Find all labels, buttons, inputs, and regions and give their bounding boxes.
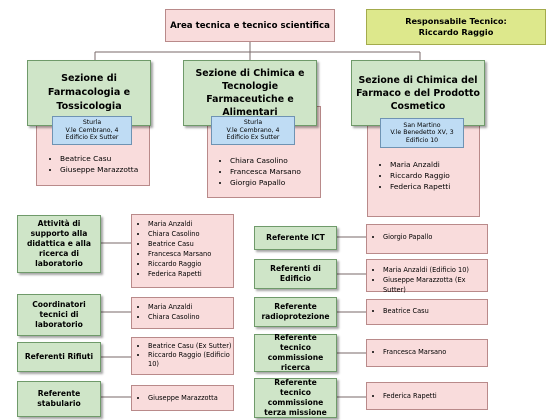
role-title-commissione-ricerca: Referente tecnico commissione ricerca [254, 333, 337, 372]
list-item: Chiara Casolino [230, 155, 330, 166]
list-item: Chiara Casolino [148, 312, 233, 322]
list-item: Federica Rapetti [383, 391, 487, 401]
list-item: Maria Anzaldi [390, 159, 490, 170]
list-item: Giuseppe Marazzotta [60, 164, 160, 175]
section-members-chimica-farmaco: Maria Anzaldi Riccardo Raggio Federica R… [378, 159, 490, 192]
area-title-box: Area tecnica e tecnico scientifica [165, 9, 335, 42]
role-members-stabulario: Giuseppe Marazzotta [131, 385, 234, 411]
role-members-terza-missione: Federica Rapetti [366, 382, 488, 410]
role-title-terza-missione: Referente tecnico commissione terza miss… [254, 378, 337, 418]
section-members-farmacologia: Beatrice Casu Giuseppe Marazzotta [48, 153, 160, 175]
location-address: V.le Cembrano, 4 [226, 126, 280, 134]
role-title-radioprotezione: Referente radioprotezione [254, 297, 337, 327]
list-item: Chiara Casolino [148, 229, 233, 239]
location-address: V.le Benedetto XV, 3 [390, 129, 454, 137]
list-item: Francesca Marsano [383, 347, 487, 357]
responsabile-name: Riccardo Raggio [418, 27, 494, 37]
list-item: Federica Rapetti [390, 181, 490, 192]
location-building: Edificio 10 [405, 136, 439, 144]
list-item: Riccardo Raggio [148, 259, 233, 269]
responsabile-box: Responsabile Tecnico: Riccardo Raggio [366, 9, 546, 45]
location-area: Sturla [82, 119, 102, 127]
list-item: Riccardo Raggio [390, 170, 490, 181]
role-title-supporto-didattica: Attività di supporto alla didattica e al… [17, 215, 101, 273]
role-members-coordinatori: Maria Anzaldi Chiara Casolino [131, 297, 234, 329]
responsabile-label: Responsabile Tecnico: [405, 16, 507, 26]
list-item: Maria Anzaldi [148, 302, 233, 312]
role-title-rifiuti: Referenti Rifiuti [17, 342, 101, 372]
role-title-ict: Referente ICT [254, 226, 337, 250]
list-item: Beatrice Casu [148, 239, 233, 249]
location-address: V.le Cembrano, 4 [65, 126, 119, 134]
location-building: Edificio Ex Sutter [65, 134, 119, 142]
section-title-chimica-farmaco: Sezione di Chimica del Farmaco e del Pro… [351, 60, 485, 126]
area-title: Area tecnica e tecnico scientifica [170, 20, 330, 31]
section-title-farmacologia: Sezione di Farmacologia e Tossicologia [27, 60, 151, 126]
list-item: Francesca Marsano [148, 249, 233, 259]
location-building: Edificio Ex Sutter [226, 134, 280, 142]
role-title-edificio: Referenti di Edificio [254, 259, 337, 289]
role-members-commissione-ricerca: Francesca Marsano [366, 339, 488, 367]
list-item: Beatrice Casu (Ex Sutter) [148, 342, 233, 351]
list-item: Beatrice Casu [383, 306, 487, 316]
list-item: Beatrice Casu [60, 153, 160, 164]
list-item: Giorgio Papallo [383, 232, 487, 242]
list-item: Giuseppe Marazzotta [148, 393, 233, 403]
role-title-coordinatori: Coordinatori tecnici di laboratorio [17, 294, 101, 336]
role-members-rifiuti: Beatrice Casu (Ex Sutter) Riccardo Raggi… [131, 337, 234, 375]
location-area: San Martino [403, 121, 441, 129]
list-item: Giuseppe Marazzotta (Ex Sutter) [383, 275, 487, 295]
list-item: Francesca Marsano [230, 166, 330, 177]
role-members-supporto-didattica: Maria Anzaldi Chiara Casolino Beatrice C… [131, 214, 234, 288]
role-members-ict: Giorgio Papallo [366, 224, 488, 254]
role-members-edificio: Maria Anzaldi (Edificio 10) Giuseppe Mar… [366, 259, 488, 295]
list-item: Maria Anzaldi (Edificio 10) [383, 265, 487, 275]
section-location-chimica-tecnologie: Sturla V.le Cembrano, 4 Edificio Ex Sutt… [211, 116, 295, 145]
section-title-chimica-tecnologie: Sezione di Chimica e Tecnologie Farmaceu… [183, 60, 317, 126]
section-members-chimica-tecnologie: Chiara Casolino Francesca Marsano Giorgi… [218, 155, 330, 188]
section-location-chimica-farmaco: San Martino V.le Benedetto XV, 3 Edifici… [380, 118, 464, 148]
role-title-stabulario: Referente stabulario [17, 381, 101, 417]
list-item: Giorgio Papallo [230, 177, 330, 188]
section-location-farmacologia: Sturla V.le Cembrano, 4 Edificio Ex Sutt… [52, 116, 132, 145]
list-item: Maria Anzaldi [148, 219, 233, 229]
list-item: Riccardo Raggio (Edificio 10) [148, 351, 233, 369]
role-members-radioprotezione: Beatrice Casu [366, 299, 488, 325]
list-item: Federica Rapetti [148, 269, 233, 279]
location-area: Sturla [243, 119, 263, 127]
